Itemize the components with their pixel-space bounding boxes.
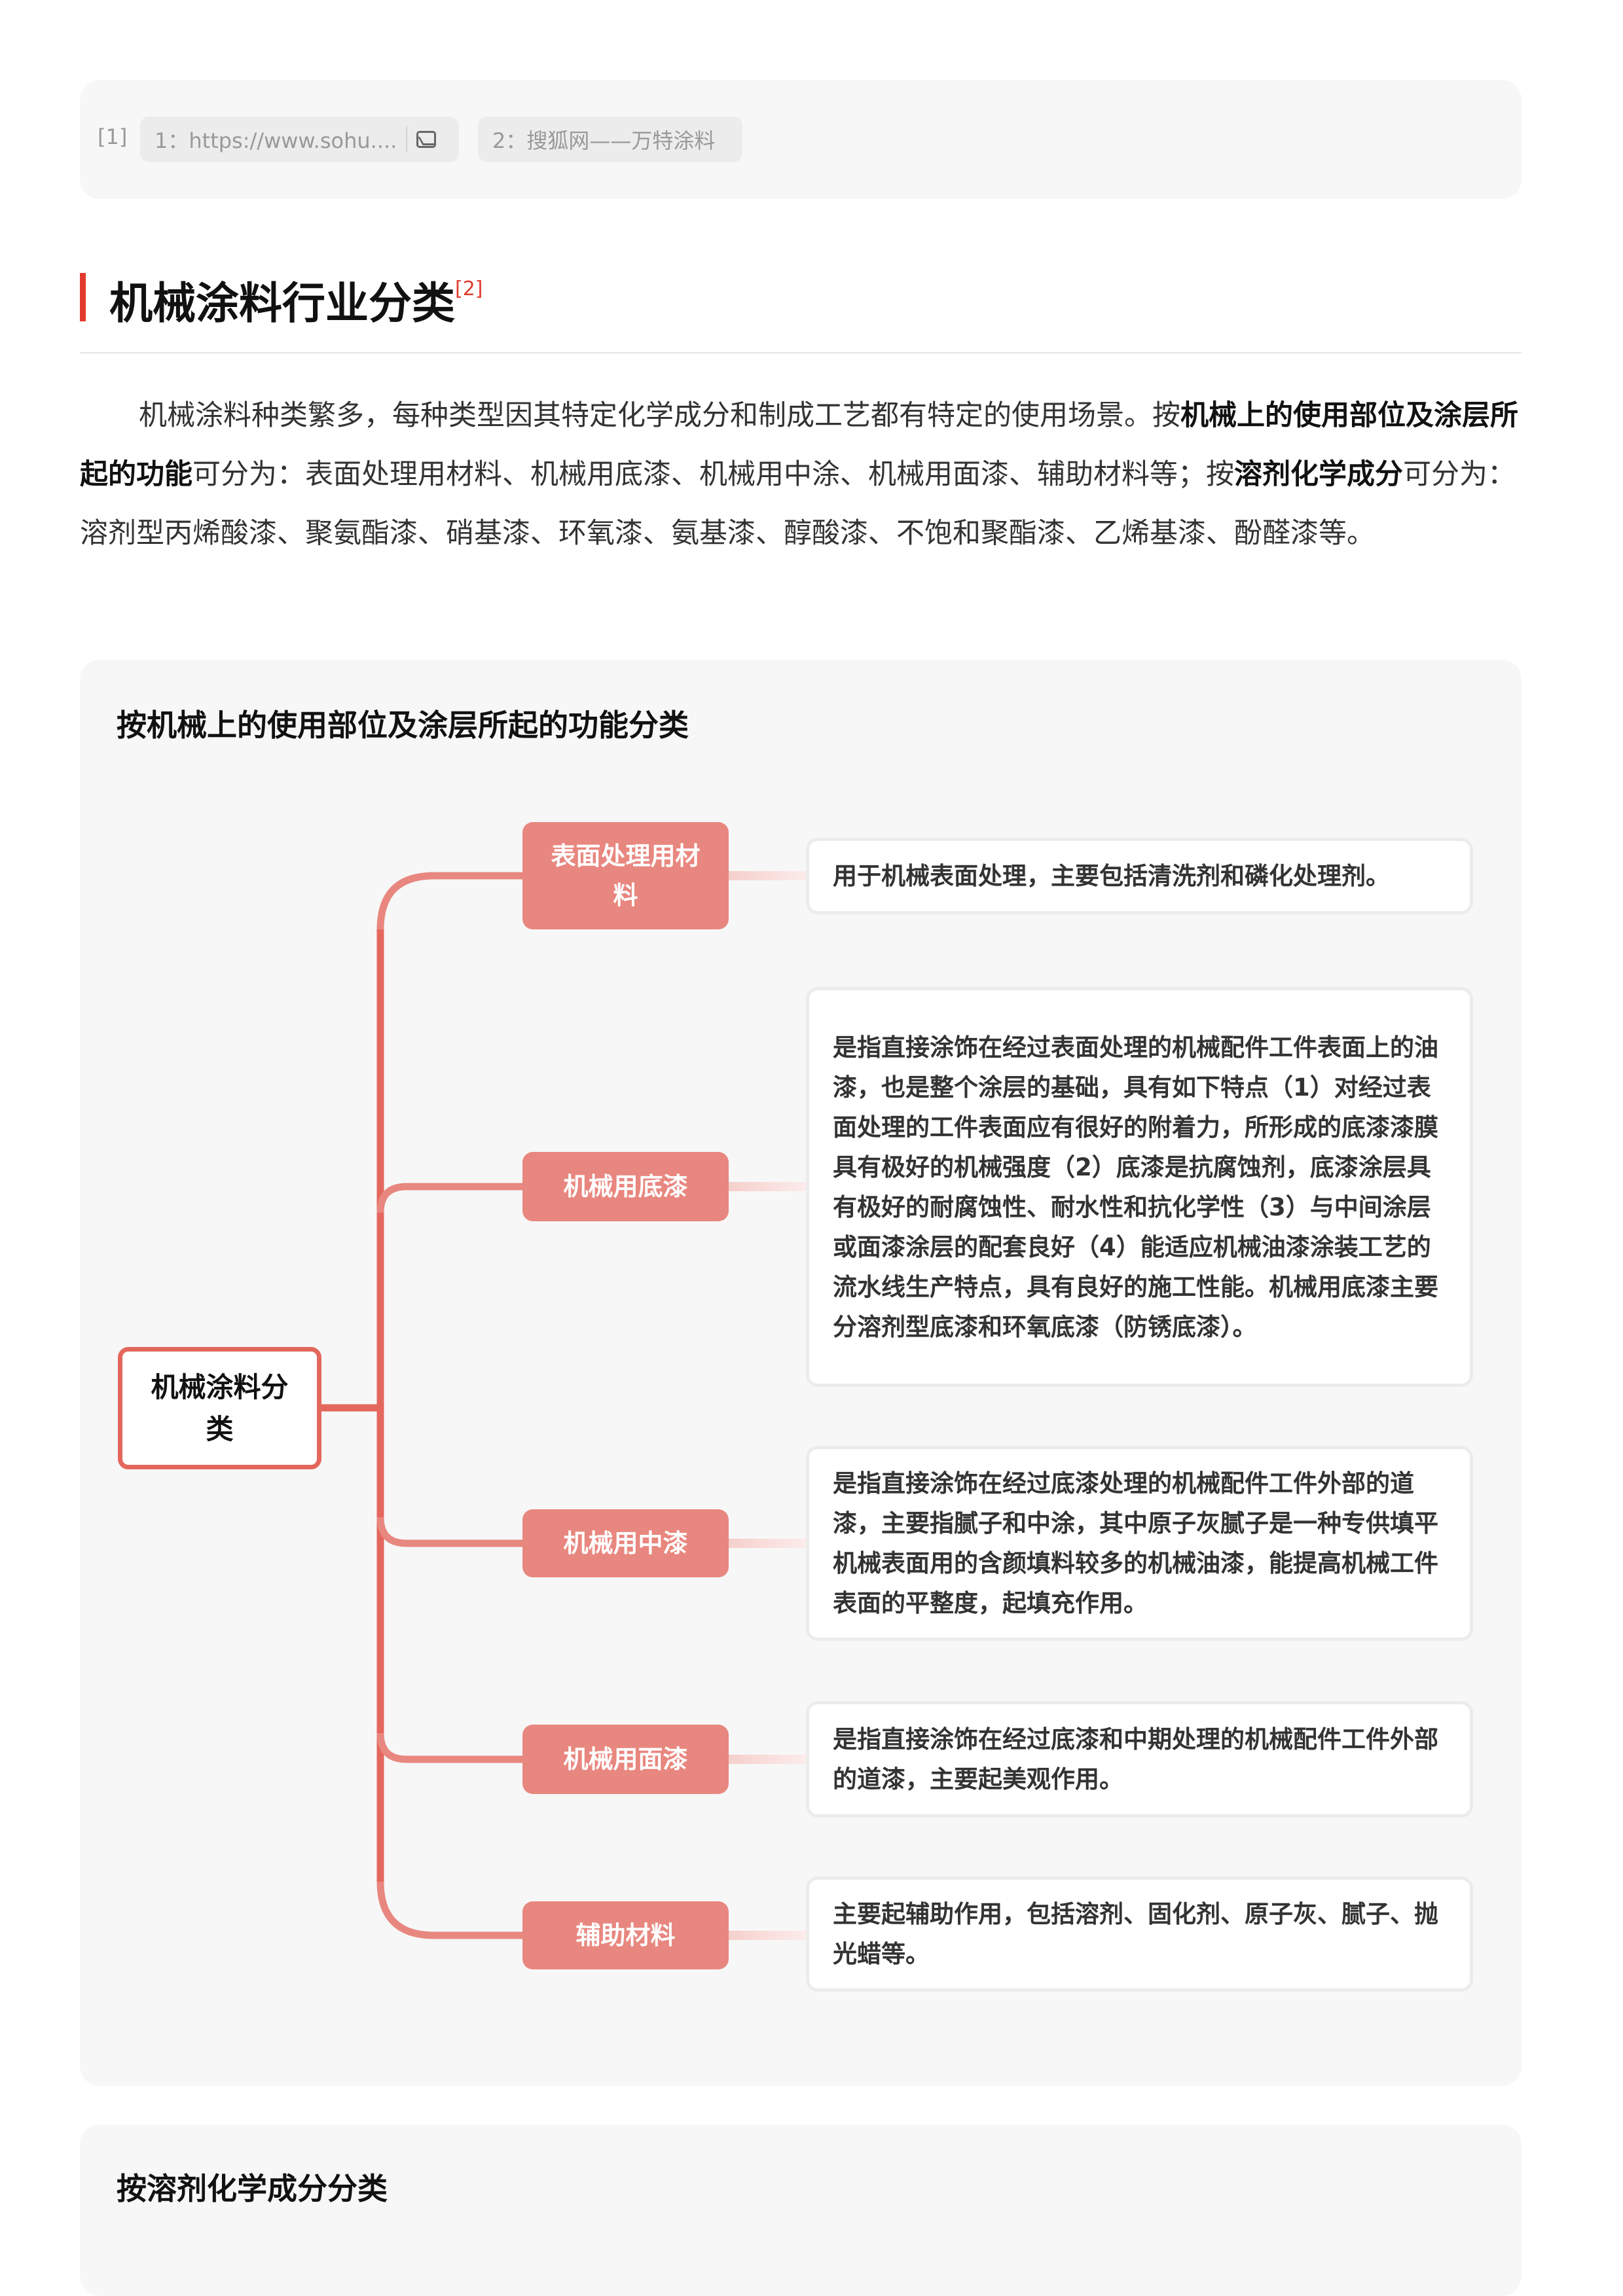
desc-connector (729, 1182, 806, 1191)
branch-node: 机械用底漆 (522, 1152, 729, 1221)
image-icon[interactable] (416, 131, 437, 148)
para-bold: 溶剂化学成分 (1234, 458, 1403, 491)
para-text: 可分为：表面处理用材料、机械用底漆、机械用中涂、机械用面漆、辅助材料等；按 (192, 458, 1234, 491)
description-text: 是指直接涂饰在经过表面处理的机械配件工件表面上的油漆，也是整个涂层的基础，具有如… (833, 1033, 1438, 1341)
title-accent-bar (80, 273, 86, 321)
branch-connector (376, 1881, 522, 1939)
card-title: 按机械上的使用部位及涂层所起的功能分类 (117, 708, 689, 743)
branch-node: 辅助材料 (522, 1901, 729, 1969)
reference-chip-label: 1：https://www.sohu.... (155, 128, 397, 153)
description-text: 用于机械表面处理，主要包括清洗剂和磷化处理剂。 (833, 862, 1390, 890)
branch-connector (376, 1183, 522, 1213)
desc-connector (729, 1931, 806, 1940)
branch-node: 机械用面漆 (522, 1725, 729, 1794)
citation-link[interactable]: [2] (455, 278, 483, 300)
para-bold: 机械上的使用部位及涂层所起的功能 (80, 399, 1518, 491)
chip-divider (406, 126, 408, 152)
branch-connector (376, 1732, 522, 1763)
branch-description: 用于机械表面处理，主要包括清洗剂和磷化处理剂。 (806, 838, 1473, 914)
branch-connector (376, 1516, 522, 1547)
desc-connector (729, 1755, 806, 1764)
reference-index: [1] (98, 124, 128, 149)
para-text: 可分为：溶剂型丙烯酸漆、聚氨酯漆、硝基漆、环氧漆、氨基漆、醇酸漆、不饱和聚酯漆、… (80, 458, 1516, 550)
mindmap-root-node: 机械涂料分类 (118, 1347, 321, 1469)
description-text: 是指直接涂饰在经过底漆处理的机械配件工件外部的道漆，主要指腻子和中涂，其中原子灰… (833, 1469, 1438, 1617)
card-title: 按溶剂化学成分分类 (117, 2171, 388, 2206)
desc-connector (729, 1539, 806, 1548)
branch-node: 表面处理用材料 (522, 822, 729, 929)
reference-chip-1[interactable]: 1：https://www.sohu.... (140, 117, 459, 162)
section-title: 机械涂料行业分类[2] (109, 268, 483, 331)
para-text: 机械涂料种类繁多，每种类型因其特定化学成分和制成工艺都有特定的使用场景。按 (139, 399, 1180, 432)
branch-node: 机械用中漆 (522, 1509, 729, 1577)
title-divider (80, 352, 1522, 353)
solvent-classification-card: 按溶剂化学成分分类 (80, 2125, 1522, 2296)
section-title-text: 机械涂料行业分类 (109, 278, 455, 329)
intro-paragraph: 机械涂料种类繁多，每种类型因其特定化学成分和制成工艺都有特定的使用场景。按机械上… (80, 386, 1522, 563)
branch-description: 是指直接涂饰在经过底漆和中期处理的机械配件工件外部的道漆，主要起美观作用。 (806, 1701, 1473, 1818)
branch-description: 是指直接涂饰在经过表面处理的机械配件工件表面上的油漆，也是整个涂层的基础，具有如… (806, 987, 1473, 1387)
reference-chip-label: 2：搜狐网——万特涂料 (492, 128, 716, 153)
description-text: 是指直接涂饰在经过底漆和中期处理的机械配件工件外部的道漆，主要起美观作用。 (833, 1725, 1438, 1793)
branch-description: 主要起辅助作用，包括溶剂、固化剂、原子灰、腻子、抛光蜡等。 (806, 1876, 1473, 1992)
reference-chip-2[interactable]: 2：搜狐网——万特涂料 (478, 117, 742, 162)
branch-description: 是指直接涂饰在经过底漆处理的机械配件工件外部的道漆，主要指腻子和中涂，其中原子灰… (806, 1446, 1473, 1641)
desc-connector (729, 871, 806, 880)
description-text: 主要起辅助作用，包括溶剂、固化剂、原子灰、腻子、抛光蜡等。 (833, 1900, 1438, 1968)
branch-connector (376, 872, 522, 930)
